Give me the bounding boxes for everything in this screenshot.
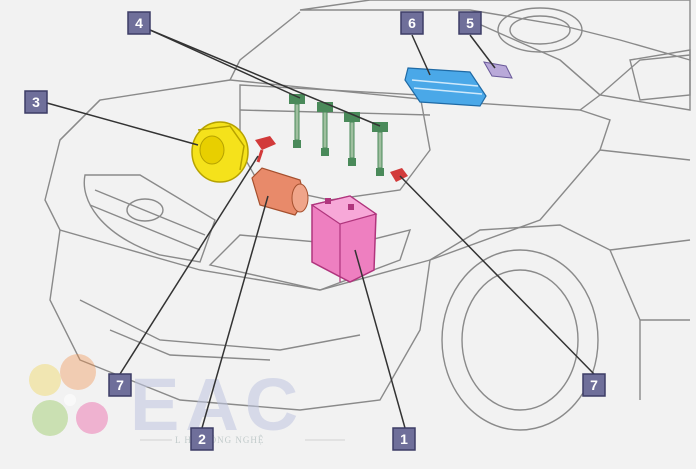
steering-wheel: [497, 7, 583, 53]
callout-2: 2: [190, 427, 214, 451]
callout-6: 6: [400, 11, 424, 35]
front-wheel: [441, 249, 599, 431]
callout-5-label: 5: [466, 15, 474, 31]
eac-watermark: EAC L HỦ CÔNG NGHỆ: [29, 354, 345, 446]
callout-6-label: 6: [408, 15, 416, 31]
battery: [310, 195, 378, 283]
callout-7-right-label: 7: [590, 377, 598, 393]
callout-3-label: 3: [32, 94, 40, 110]
watermark-brand: EAC: [130, 363, 304, 446]
side-mirror: [629, 49, 691, 101]
headlight: [208, 229, 412, 291]
callout-7-left: 7: [108, 373, 132, 397]
starter-motor: [251, 167, 309, 216]
callout-5: 5: [458, 11, 482, 35]
sensor-7-right: [390, 168, 408, 182]
callout-1: 1: [392, 427, 416, 451]
callout-7-left-label: 7: [116, 377, 124, 393]
sensor-7-left: [255, 136, 276, 163]
grille: [83, 174, 216, 263]
watermark-logo-icon: [29, 354, 108, 436]
ecu-module: [404, 67, 487, 107]
callout-7-right: 7: [582, 373, 606, 397]
callout-2-label: 2: [198, 431, 206, 447]
callout-1-label: 1: [400, 431, 408, 447]
callout-3: 3: [24, 90, 48, 114]
callout-4-label: 4: [135, 15, 143, 31]
callout-4: 4: [127, 11, 151, 35]
ignition-coils: [289, 94, 388, 176]
alternator: [191, 121, 249, 183]
watermark-tagline: L HỦ CÔNG NGHỆ: [175, 435, 264, 445]
leader-lines: [46, 29, 595, 429]
car-emblem: [126, 198, 164, 222]
sensor-5: [483, 61, 513, 79]
